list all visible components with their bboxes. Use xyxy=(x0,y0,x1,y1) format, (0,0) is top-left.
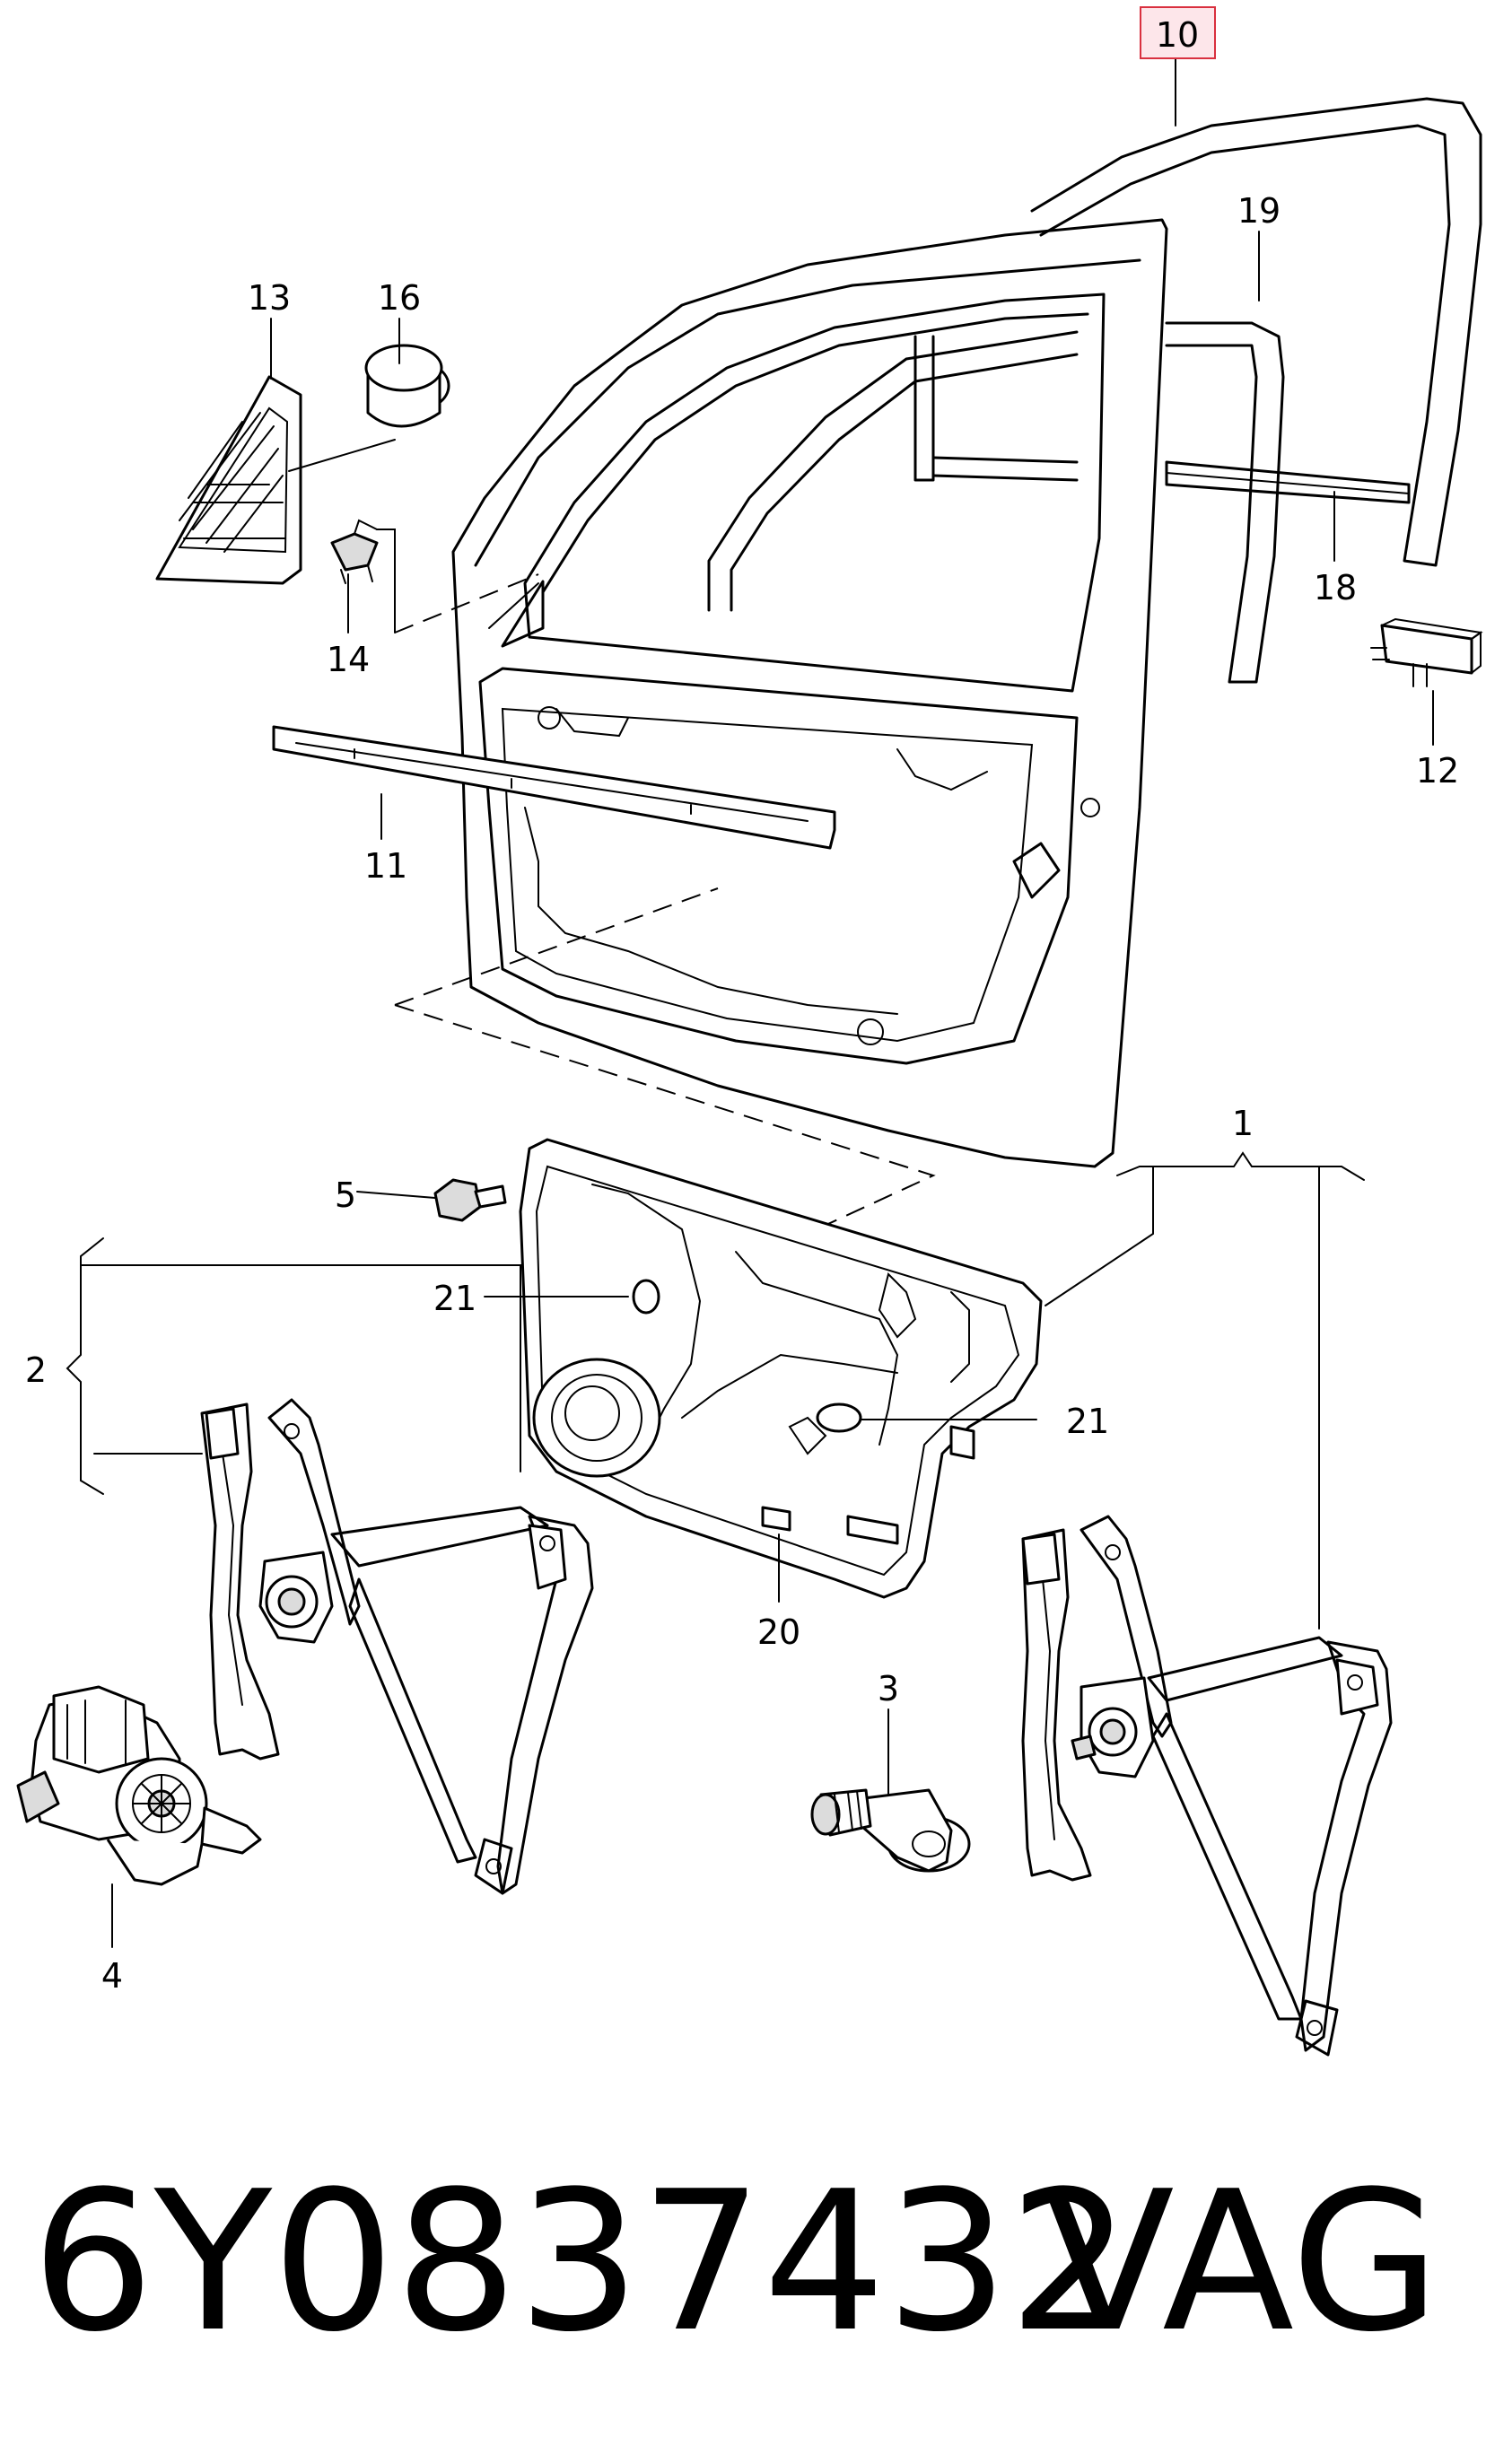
part-number-caption: 6Y0837432 xyxy=(31,2149,1132,2374)
regulator-electric xyxy=(1021,1515,1393,2057)
callout-20: 20 xyxy=(757,1612,800,1652)
brand-caption: VAG xyxy=(1043,2149,1440,2374)
callout-4: 4 xyxy=(101,1956,123,1996)
callout-19: 19 xyxy=(1237,191,1281,231)
triangle-cover xyxy=(155,375,302,585)
screw-14 xyxy=(330,519,379,584)
callout-21-right: 21 xyxy=(1066,1402,1109,1441)
run-channel xyxy=(1165,321,1285,684)
callout-2: 2 xyxy=(25,1350,47,1390)
callout-1: 1 xyxy=(1232,1104,1254,1143)
callout-14: 14 xyxy=(327,640,370,679)
door-module-panel xyxy=(519,1138,1043,1599)
callout-leaders xyxy=(66,57,1434,1948)
crank-handle xyxy=(810,1788,971,1873)
clip xyxy=(1370,617,1483,687)
lower-seal xyxy=(1165,460,1411,504)
leader-14-dash xyxy=(394,573,539,633)
callout-3: 3 xyxy=(878,1669,899,1708)
callout-labels: 10 19 13 16 14 11 18 12 5 21 21 1 2 20 3… xyxy=(25,6,1459,1996)
window-strip xyxy=(272,725,836,850)
door-shell xyxy=(451,218,1168,1168)
cap xyxy=(364,344,450,428)
frame-seal xyxy=(1030,97,1482,567)
callout-18: 18 xyxy=(1314,568,1357,607)
callout-13: 13 xyxy=(248,278,291,318)
highlight-box-10 xyxy=(1140,6,1216,59)
callout-16: 16 xyxy=(378,278,421,318)
regulator-manual xyxy=(200,1398,594,1895)
callout-11: 11 xyxy=(364,846,407,886)
window-motor xyxy=(16,1685,262,1886)
callout-21-left: 21 xyxy=(433,1279,476,1318)
bolt xyxy=(433,1178,507,1222)
callout-12: 12 xyxy=(1416,751,1459,791)
callout-10: 10 xyxy=(1156,15,1199,55)
callout-5: 5 xyxy=(335,1175,356,1215)
